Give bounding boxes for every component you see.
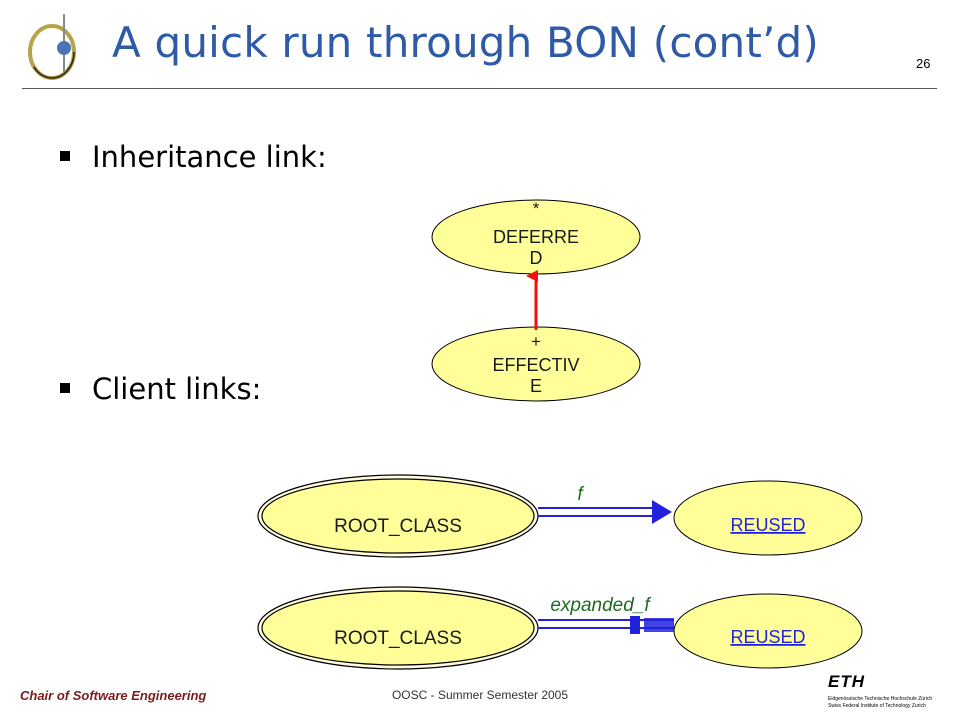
- bullet-inheritance: Inheritance link:: [60, 140, 327, 174]
- chair-logo: [28, 14, 76, 80]
- bullet-square-icon: [60, 383, 70, 393]
- root-class-label: ROOT_CLASS: [334, 628, 462, 649]
- deferred-name-line1: DEFERRE: [493, 227, 579, 247]
- eth-wordmark: ETH: [828, 672, 865, 691]
- eth-line-1: Eidgenössische Technische Hochschule Zür…: [828, 696, 933, 702]
- effective-name-line1: EFFECTIV: [492, 355, 579, 375]
- feature-label: f: [577, 484, 584, 505]
- effective-name-line2: E: [530, 376, 542, 396]
- bullet-text: Client links:: [92, 372, 262, 406]
- root-class-label: ROOT_CLASS: [334, 516, 462, 537]
- reused-class-bubble: REUSED: [673, 480, 863, 556]
- page-number: 26: [916, 56, 931, 71]
- effective-marker: +: [531, 332, 541, 351]
- deferred-marker: *: [533, 199, 540, 218]
- root-class-bubble: ROOT_CLASS: [257, 474, 539, 558]
- effective-class-bubble: + EFFECTIV E: [431, 326, 641, 402]
- root-class-bubble: ROOT_CLASS: [257, 586, 539, 670]
- footer-chair: Chair of Software Engineering: [20, 688, 207, 703]
- reused-class-label: REUSED: [730, 627, 805, 647]
- deferred-class-bubble: * DEFERRE D: [431, 199, 641, 275]
- footer-course: OOSC - Summer Semester 2005: [391, 688, 569, 702]
- deferred-name-line2: D: [530, 248, 543, 268]
- bullet-text: Inheritance link:: [92, 140, 327, 174]
- eth-line-2: Swiss Federal Institute of Technology Zu…: [828, 703, 926, 709]
- reused-class-bubble: REUSED: [673, 593, 863, 669]
- client-link-2: ROOT_CLASS REUSED expanded_f: [257, 586, 863, 670]
- reused-class-label: REUSED: [730, 515, 805, 535]
- bullet-square-icon: [60, 151, 70, 161]
- client-link-1: ROOT_CLASS REUSED f: [257, 474, 863, 558]
- page-title: A quick run through BON (cont’d): [112, 18, 819, 67]
- client-arrow: [538, 500, 672, 524]
- expanded-client-arrow: [538, 616, 674, 634]
- bullet-client: Client links:: [60, 372, 261, 406]
- title-divider: [22, 88, 937, 89]
- eth-logo: ETH Eidgenössische Technische Hochschule…: [828, 672, 940, 712]
- feature-label: expanded_f: [550, 595, 651, 616]
